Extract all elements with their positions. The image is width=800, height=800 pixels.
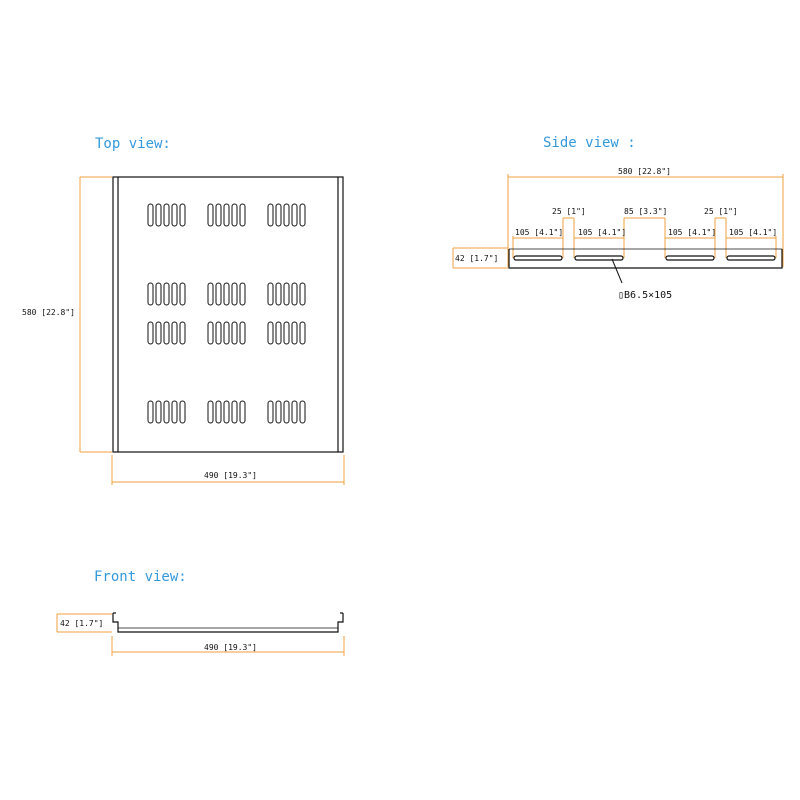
vent-slot — [215, 203, 222, 227]
vent-slot — [299, 282, 306, 306]
vent-slot — [275, 321, 282, 345]
top-view-width-label: 490 [19.3"] — [204, 471, 257, 480]
vent-slot — [215, 321, 222, 345]
vent-slot — [267, 282, 274, 306]
side-view-slot-1-label: 105 [4.1"] — [515, 228, 563, 237]
top-view-vent-slots — [147, 203, 306, 424]
vent-slot — [163, 321, 170, 345]
vent-slot — [299, 203, 306, 227]
side-view-title: Side view : — [543, 135, 636, 151]
front-view: 42 [1.7"] 490 [19.3"] — [56, 612, 345, 656]
vent-slot — [171, 203, 178, 227]
vent-slot — [179, 321, 186, 345]
side-view-gap-2-label: 85 [3.3"] — [624, 207, 667, 216]
vent-slot — [171, 321, 178, 345]
side-view-slot-4-label: 105 [4.1"] — [729, 228, 777, 237]
vent-slot — [147, 400, 154, 424]
vent-slot — [155, 203, 162, 227]
vent-slot — [239, 400, 246, 424]
vent-slot — [283, 203, 290, 227]
side-view-slot-4 — [726, 255, 776, 261]
vent-slot — [299, 321, 306, 345]
vent-slot — [275, 400, 282, 424]
top-view: 580 [22.8"] 490 [19.3"] — [22, 176, 345, 485]
vent-slot — [231, 321, 238, 345]
side-view-slot-3 — [665, 255, 715, 261]
vent-slot — [163, 400, 170, 424]
side-view-callout-leader — [611, 258, 623, 284]
vent-slot — [267, 400, 274, 424]
vent-slot — [223, 203, 230, 227]
vent-slot — [171, 282, 178, 306]
side-view-slot-2 — [574, 255, 624, 261]
vent-slot — [231, 282, 238, 306]
vent-slot — [267, 321, 274, 345]
vent-slot — [231, 400, 238, 424]
vent-slot — [215, 282, 222, 306]
vent-slot — [291, 400, 298, 424]
vent-slot — [179, 203, 186, 227]
top-view-shelf-outline — [112, 176, 344, 453]
side-view-shelf-outline — [508, 248, 783, 284]
side-view-dimensions — [452, 174, 784, 269]
vent-slot — [283, 321, 290, 345]
vent-slot — [155, 321, 162, 345]
vent-slot — [215, 400, 222, 424]
vent-slot — [163, 203, 170, 227]
front-view-shelf-profile — [112, 613, 344, 633]
vent-slot — [223, 400, 230, 424]
vent-slot — [231, 203, 238, 227]
vent-slot — [179, 400, 186, 424]
vent-slot — [155, 400, 162, 424]
vent-slot — [207, 400, 214, 424]
vent-slot — [147, 282, 154, 306]
vent-slot — [179, 282, 186, 306]
vent-slot — [267, 203, 274, 227]
vent-slot — [155, 282, 162, 306]
vent-slot — [171, 400, 178, 424]
vent-slot — [163, 282, 170, 306]
side-view-height-label: 42 [1.7"] — [455, 254, 498, 263]
vent-slot — [291, 282, 298, 306]
vent-slot — [291, 321, 298, 345]
vent-slot — [147, 321, 154, 345]
vent-slot — [207, 282, 214, 306]
side-view-length-label: 580 [22.8"] — [618, 167, 671, 176]
front-view-title: Front view: — [94, 569, 187, 585]
top-view-title: Top view: — [95, 136, 171, 152]
top-view-shelf-body — [112, 176, 344, 453]
side-view-slot-callout: ▯B6.5×105 — [618, 290, 672, 301]
top-view-height-label: 580 [22.8"] — [22, 308, 75, 317]
vent-slot — [283, 400, 290, 424]
front-view-dimensions — [56, 613, 345, 656]
vent-slot — [291, 203, 298, 227]
side-view-slot-3-label: 105 [4.1"] — [668, 228, 716, 237]
vent-slot — [283, 282, 290, 306]
vent-slot — [207, 321, 214, 345]
vent-slot — [275, 282, 282, 306]
vent-slot — [223, 282, 230, 306]
top-view-dimensions — [79, 176, 345, 485]
side-view: 580 [22.8"] 42 [1.7"] 105 [4.1"] 105 [4.… — [452, 167, 784, 301]
vent-slot — [147, 203, 154, 227]
vent-slot — [275, 203, 282, 227]
vent-slot — [239, 203, 246, 227]
vent-slot — [207, 203, 214, 227]
front-view-shelf-outline — [112, 612, 344, 633]
vent-slot — [223, 321, 230, 345]
side-view-shelf-body — [508, 249, 783, 269]
side-view-gap-3-label: 25 [1"] — [704, 207, 738, 216]
front-view-height-label: 42 [1.7"] — [60, 619, 103, 628]
vent-slot — [239, 321, 246, 345]
vent-slot — [299, 400, 306, 424]
vent-slot — [239, 282, 246, 306]
side-view-slot-1 — [513, 255, 563, 261]
front-view-width-label: 490 [19.3"] — [204, 643, 257, 652]
side-view-gap-1-label: 25 [1"] — [552, 207, 586, 216]
side-view-slot-2-label: 105 [4.1"] — [578, 228, 626, 237]
